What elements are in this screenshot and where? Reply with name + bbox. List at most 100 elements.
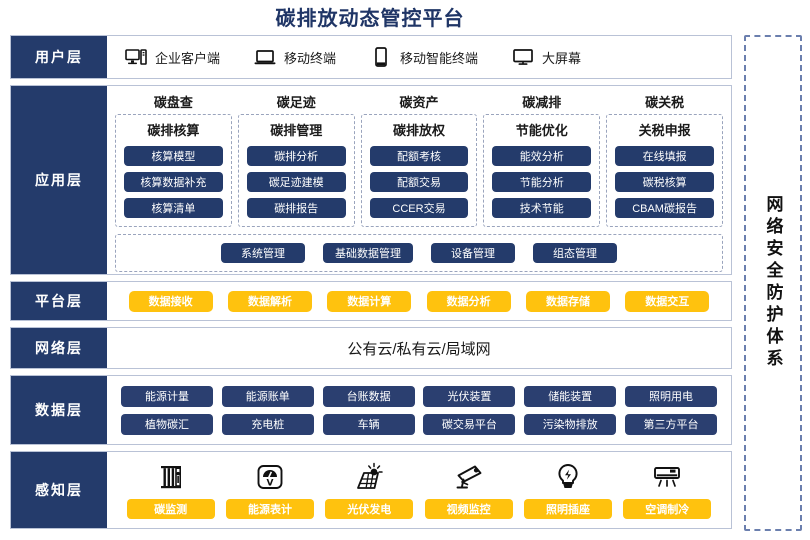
app-bottom-button-configuration-management[interactable]: 组态管理	[533, 243, 617, 263]
user-item-label: 移动智能终端	[400, 50, 479, 66]
sense-item-air-conditioning[interactable]: 空调制冷	[623, 460, 712, 519]
app-column-title: 碳足迹	[276, 95, 316, 110]
app-item-button[interactable]: 核算数据补充	[124, 172, 223, 192]
data-item-button[interactable]: 台账数据	[322, 385, 415, 407]
app-column-carbon-inventory: 碳盘查 碳排核算 核算模型 核算数据补充 核算清单	[115, 92, 232, 227]
data-item-button[interactable]: 碳交易平台	[423, 413, 516, 435]
app-item-button[interactable]: 核算模型	[124, 146, 223, 166]
app-item-button[interactable]: 碳税核算	[615, 172, 714, 192]
data-item-button[interactable]: 充电桩	[221, 413, 314, 435]
data-item-button[interactable]: 第三方平台	[624, 413, 717, 435]
sense-item-label: 空调制冷	[623, 498, 712, 519]
layer-sense-label: 感知层	[11, 452, 107, 528]
platform-item-button[interactable]: 数据解析	[227, 290, 312, 312]
user-item-enterprise-client[interactable]: 企业客户端	[125, 47, 220, 67]
security-panel-label: 网络安全防护体系	[763, 195, 783, 371]
app-item-button[interactable]: 技术节能	[492, 198, 592, 218]
layer-data: 数据层 能源计量 能源账单 台账数据 光伏装置 储能装置 照明用电 植物碳汇 充…	[10, 375, 732, 445]
user-item-large-screen[interactable]: 大屏幕	[512, 47, 581, 67]
data-item-button[interactable]: 植物碳汇	[121, 413, 213, 435]
user-item-label: 企业客户端	[155, 50, 221, 66]
sense-item-carbon-monitoring[interactable]: 碳监测	[126, 460, 215, 519]
app-item-button[interactable]: 在线填报	[615, 146, 714, 166]
app-item-button[interactable]: CBAM碳报告	[615, 198, 714, 218]
app-item-button[interactable]: 碳排报告	[246, 198, 346, 218]
layer-sense: 感知层 碳	[10, 451, 732, 529]
platform-item-button[interactable]: 数据接收	[128, 290, 213, 312]
app-column-carbon-tariff: 碳关税 关税申报 在线填报 碳税核算 CBAM碳报告	[606, 92, 723, 227]
air-conditioner-icon	[651, 460, 683, 492]
layer-application: 应用层 碳盘查 碳排核算 核算模型 核算数据补充 核算清单 碳足迹	[10, 85, 732, 275]
data-item-button[interactable]: 能源账单	[221, 385, 314, 407]
data-item-button[interactable]: 照明用电	[624, 385, 717, 407]
app-column-box: 碳排放权 配额考核 配额交易 CCER交易	[360, 114, 478, 227]
layer-application-label: 应用层	[11, 86, 107, 274]
layer-sense-body: 碳监测 V 能源表计	[107, 452, 731, 528]
app-bottom-button-basic-data-management[interactable]: 基础数据管理	[323, 243, 413, 263]
svg-text:V: V	[267, 478, 274, 488]
app-box-title: 碳排管理	[270, 123, 323, 138]
platform-item-button[interactable]: 数据存储	[525, 290, 610, 312]
network-description: 公有云/私有云/局域网	[347, 340, 491, 358]
app-box-title: 碳排放权	[392, 123, 445, 138]
app-column-box: 碳排管理 碳排分析 碳足迹建模 碳排报告	[237, 114, 355, 227]
application-columns: 碳盘查 碳排核算 核算模型 核算数据补充 核算清单 碳足迹 碳排管理 碳排分析	[115, 92, 723, 227]
layer-user: 用户层 企业客户端	[10, 35, 732, 79]
desktop-tower-icon	[125, 47, 147, 67]
laptop-icon	[254, 47, 276, 67]
layer-network: 网络层 公有云/私有云/局域网	[10, 327, 732, 369]
app-item-button[interactable]: 配额考核	[369, 146, 469, 166]
user-item-smart-mobile-terminal[interactable]: 移动智能终端	[370, 47, 478, 67]
data-item-button[interactable]: 储能装置	[524, 385, 617, 407]
sense-item-energy-meter[interactable]: V 能源表计	[225, 460, 314, 519]
sense-item-label: 碳监测	[126, 498, 215, 519]
platform-item-button[interactable]: 数据计算	[327, 290, 412, 312]
app-bottom-button-device-management[interactable]: 设备管理	[431, 243, 515, 263]
app-item-button[interactable]: CCER交易	[369, 198, 469, 218]
app-box-title: 节能优化	[515, 123, 568, 138]
app-item-button[interactable]: 碳排分析	[246, 146, 346, 166]
user-item-label: 移动终端	[284, 50, 337, 66]
app-column-title: 碳盘查	[153, 95, 193, 110]
app-item-button[interactable]: 碳足迹建模	[246, 172, 346, 192]
app-column-title: 碳资产	[399, 95, 439, 110]
user-item-label: 大屏幕	[542, 50, 582, 66]
layer-data-body: 能源计量 能源账单 台账数据 光伏装置 储能装置 照明用电 植物碳汇 充电桩 车…	[107, 376, 731, 444]
data-row-1: 能源计量 能源账单 台账数据 光伏装置 储能装置 照明用电	[121, 385, 717, 407]
app-item-button[interactable]: 配额交易	[369, 172, 469, 192]
sense-item-lighting-socket[interactable]: 照明插座	[523, 460, 612, 519]
application-management-group: 系统管理 基础数据管理 设备管理 组态管理	[115, 234, 723, 272]
user-item-mobile-terminal[interactable]: 移动终端	[254, 47, 336, 67]
app-bottom-button-system-management[interactable]: 系统管理	[221, 243, 305, 263]
sense-item-video-surveillance[interactable]: 视频监控	[424, 460, 513, 519]
data-item-button[interactable]: 车辆	[322, 413, 415, 435]
carbon-sensor-icon	[156, 460, 186, 492]
app-column-carbon-asset: 碳资产 碳排放权 配额考核 配额交易 CCER交易	[360, 92, 478, 227]
layer-application-body: 碳盘查 碳排核算 核算模型 核算数据补充 核算清单 碳足迹 碳排管理 碳排分析	[107, 86, 731, 274]
sense-item-label: 能源表计	[225, 498, 314, 519]
app-item-button[interactable]: 核算清单	[124, 198, 223, 218]
platform-item-button[interactable]: 数据分析	[426, 290, 511, 312]
platform-item-button[interactable]: 数据交互	[625, 290, 710, 312]
layer-user-body: 企业客户端 移动终端	[107, 36, 731, 78]
security-panel: 网络安全防护体系	[744, 35, 802, 531]
data-item-button[interactable]: 污染物排放	[524, 413, 617, 435]
sense-item-label: 光伏发电	[325, 498, 414, 519]
sense-item-solar-power[interactable]: 光伏发电	[325, 460, 414, 519]
cctv-camera-icon	[453, 460, 485, 492]
app-column-box: 碳排核算 核算模型 核算数据补充 核算清单	[115, 114, 232, 227]
app-item-button[interactable]: 能效分析	[492, 146, 592, 166]
app-item-button[interactable]: 节能分析	[492, 172, 592, 192]
sense-item-label: 视频监控	[424, 498, 513, 519]
data-item-button[interactable]: 光伏装置	[423, 385, 516, 407]
layer-network-label: 网络层	[11, 328, 107, 368]
sense-item-label: 照明插座	[523, 498, 612, 519]
layer-network-body: 公有云/私有云/局域网	[107, 328, 731, 368]
smartphone-icon	[370, 47, 392, 67]
monitor-icon	[512, 47, 534, 67]
data-item-button[interactable]: 能源计量	[121, 385, 213, 407]
app-column-title: 碳减排	[522, 95, 562, 110]
solar-panel-icon	[353, 460, 385, 492]
app-box-title: 关税申报	[638, 123, 691, 138]
